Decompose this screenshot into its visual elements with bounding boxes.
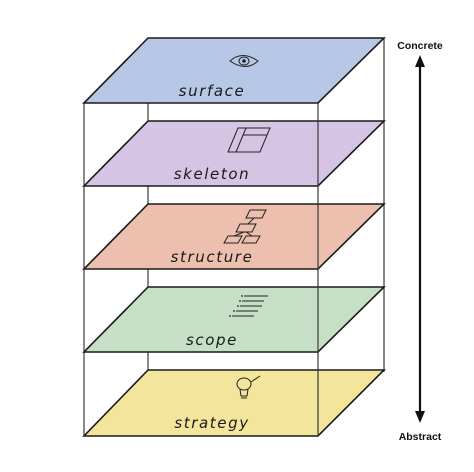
plane-strategy: strategy — [82, 369, 386, 437]
plane-scope: scope — [82, 286, 386, 353]
plane-label-skeleton: skeleton — [174, 165, 251, 183]
plane-surface-surface — [82, 37, 386, 104]
arrow-up-icon — [415, 55, 425, 67]
flowchart-icon — [223, 209, 267, 244]
page-layout-icon — [227, 127, 271, 153]
list-icon — [229, 295, 268, 317]
arrow-down-icon — [415, 411, 425, 423]
plane-structure: structure — [82, 203, 386, 270]
plane-label-strategy: strategy — [174, 414, 249, 432]
plane-skeleton: skeleton — [82, 120, 386, 187]
eye-icon — [229, 55, 259, 67]
frame-front-mid-lower — [83, 269, 319, 352]
plane-surface: surface — [82, 37, 386, 104]
axis-label-abstract: Abstract — [399, 431, 442, 443]
lightbulb-icon — [236, 375, 261, 399]
plane-label-scope: scope — [186, 331, 238, 349]
frame-front-mid-upper — [83, 186, 319, 269]
frame-front-upper — [83, 103, 319, 186]
concrete-abstract-axis: Concrete Abstract — [397, 40, 443, 443]
plane-label-surface: surface — [179, 82, 246, 100]
frame-front-lower — [83, 352, 319, 436]
plane-label-structure: structure — [171, 248, 254, 266]
axis-label-concrete: Concrete — [397, 40, 443, 52]
